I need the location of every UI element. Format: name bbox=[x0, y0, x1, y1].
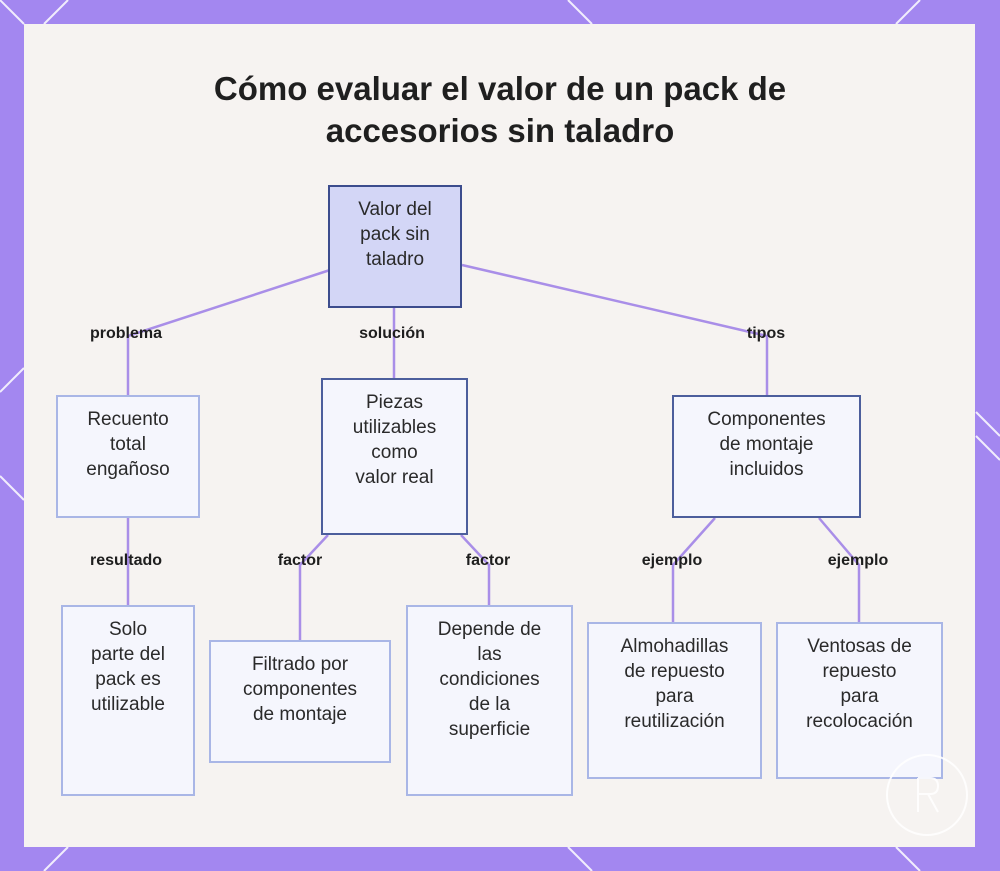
rh-monogram-icon bbox=[886, 754, 968, 836]
node-piezas-utilizables: Piezas utilizables como valor real bbox=[321, 378, 468, 535]
edge-label-factor-2: factor bbox=[466, 552, 510, 570]
node-filtrado: Filtrado por componentes de montaje bbox=[209, 640, 391, 763]
edge-label-tipos: tipos bbox=[747, 325, 785, 343]
edge-factor-1 bbox=[300, 535, 328, 640]
edge-label-ejemplo-1: ejemplo bbox=[642, 552, 702, 570]
edge-label-factor-1: factor bbox=[278, 552, 322, 570]
edge-label-problema: problema bbox=[90, 325, 162, 343]
node-componentes-montaje: Componentes de montaje incluidos bbox=[672, 395, 861, 518]
node-recuento-total: Recuento total engañoso bbox=[56, 395, 200, 518]
edge-tipos bbox=[462, 265, 767, 395]
node-solo-parte: Solo parte del pack es utilizable bbox=[61, 605, 195, 796]
node-depende-superficie: Depende de las condiciones de la superfi… bbox=[406, 605, 573, 796]
node-almohadillas: Almohadillas de repuesto para reutilizac… bbox=[587, 622, 762, 779]
edge-label-resultado: resultado bbox=[90, 552, 162, 570]
edge-factor-2 bbox=[461, 535, 489, 605]
edge-ejemplo-2 bbox=[819, 518, 859, 622]
edge-label-ejemplo-2: ejemplo bbox=[828, 552, 888, 570]
edge-ejemplo-1 bbox=[673, 518, 715, 622]
edge-label-solucion: solución bbox=[359, 325, 425, 343]
node-valor-pack: Valor del pack sin taladro bbox=[328, 185, 462, 308]
